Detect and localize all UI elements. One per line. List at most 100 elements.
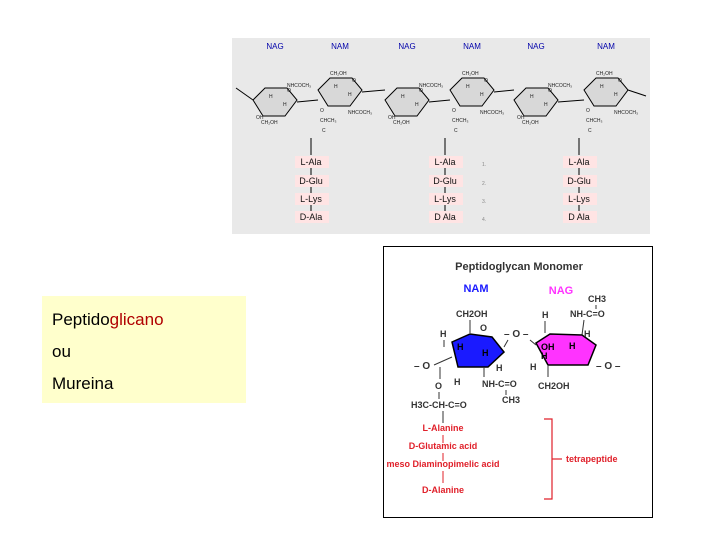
nhcoch3-bottom-4: NHCOCH₃	[480, 110, 504, 116]
nhcoch3-1: NHCOCH₃	[287, 83, 311, 89]
nhcoch3-bottom-2: NHCOCH₃	[348, 110, 372, 116]
sugar-label-1: NAG	[266, 42, 283, 51]
aa-bg-2-4	[429, 211, 463, 223]
ring-o-2: O	[352, 78, 356, 84]
ether-o: O	[435, 381, 442, 391]
amino-acid-2: D-Glutamic acid	[409, 441, 478, 451]
nh-c-o-bottom: NH-C=O	[482, 379, 517, 389]
nag-ring-oh: OH	[541, 342, 555, 352]
peptide-1-aa-1: L-Ala	[300, 157, 321, 167]
aa-bg-3-2	[563, 175, 597, 187]
chain-start-bond	[235, 87, 254, 101]
chch3-2: CHCH₃	[320, 118, 336, 124]
aa-bg-1-1	[295, 156, 329, 168]
ring-h-a-3: H	[401, 94, 405, 100]
glycosidic-bond-1	[296, 99, 319, 103]
term-label-box: Peptidoglicano ou Mureina	[42, 296, 246, 403]
ch2oh-left: CH2OH	[456, 309, 488, 319]
ch3-bottom: CH3	[502, 395, 520, 405]
nam-ring-h1: H	[457, 342, 464, 352]
nhcoch3-3: NHCOCH₃	[419, 83, 443, 89]
nag-h-top: H	[542, 310, 549, 320]
ring-o-4: O	[484, 78, 488, 84]
chain-svg: NAGHHOOHNHCOCH₃CH₂OHNAMHHOCH₂OHNHCOCH₃OC…	[235, 42, 647, 223]
ring-h-b-2: H	[348, 92, 352, 98]
position-number-1: 1.	[482, 162, 486, 168]
ch2oh-top-6: CH₂OH	[596, 71, 613, 77]
aa-bg-1-4	[295, 211, 329, 223]
ring-h-a-1: H	[269, 94, 273, 100]
peptide-3-aa-3: L-Lys	[568, 194, 590, 204]
aa-bg-3-1	[563, 156, 597, 168]
nhcoch3-5: NHCOCH₃	[548, 83, 572, 89]
ch2oh-bottom-1: CH₂OH	[261, 120, 278, 126]
ring-o-1: O	[287, 88, 291, 94]
ch2oh-top-2: CH₂OH	[330, 71, 347, 77]
term-peptidoglicano: Peptidoglicano	[52, 304, 236, 336]
ring-h-b-5: H	[544, 102, 548, 108]
ch2oh-right: CH2OH	[538, 381, 570, 391]
sugar-label-3: NAG	[398, 42, 415, 51]
ring-o-3: O	[419, 88, 423, 94]
amino-acid-1: L-Alanine	[422, 423, 463, 433]
chch3-6: CHCH₃	[586, 118, 602, 124]
nag-h-bottom: H	[530, 362, 537, 372]
tetrapeptide-label: tetrapeptide	[566, 454, 618, 464]
ring-o-nam: O	[480, 323, 487, 333]
nh-c-o-top: NH-C=O	[570, 309, 605, 319]
ring-h-b-6: H	[614, 92, 618, 98]
nam-label: NAM	[463, 283, 488, 295]
ring-oh-5: OH	[517, 115, 525, 121]
ch2oh-top-4: CH₂OH	[462, 71, 479, 77]
term-mureina: Mureina	[52, 374, 114, 393]
aa-bg-2-3	[429, 193, 463, 205]
sugar-ring-3	[384, 87, 430, 117]
ch2oh-bottom-3: CH₂OH	[393, 120, 410, 126]
ring-h-b-3: H	[415, 102, 419, 108]
ring-o-5: O	[548, 88, 552, 94]
chain-end-bond	[627, 89, 647, 97]
ether-o-2: O	[320, 108, 324, 114]
ring-h-b-1: H	[283, 102, 287, 108]
nam-ring-h2: H	[482, 348, 489, 358]
amino-acid-3: meso Diaminopimelic acid	[386, 459, 499, 469]
aa-bg-2-1	[429, 156, 463, 168]
ring-o-6: O	[618, 78, 622, 84]
peptide-1-aa-2: D-Glu	[299, 176, 323, 186]
nag-h-right: H	[584, 329, 591, 339]
h3c-chain: H3C-CH-C=O	[411, 400, 467, 410]
nam-h-left: H	[440, 329, 447, 339]
amino-acid-4: D-Alanine	[422, 485, 464, 495]
monomer-svg: Peptidoglycan Monomer NAM NAG CH3 NH-C=O…	[386, 261, 621, 500]
sugar-ring-2	[317, 77, 363, 107]
peptide-2-aa-3: L-Lys	[434, 194, 456, 204]
sugar-ring-5	[513, 87, 559, 117]
tetrapeptide-bracket	[544, 418, 553, 500]
glycosidic-bond-3	[428, 99, 451, 103]
ring-h-a-2: H	[334, 84, 338, 90]
nam-h-right: H	[496, 363, 503, 373]
term-ou: ou	[52, 342, 71, 361]
ring-h-a-4: H	[466, 84, 470, 90]
position-number-2: 2.	[482, 181, 486, 187]
bond-mid-link-a	[503, 339, 509, 348]
nam-ring	[451, 333, 506, 368]
peptide-3-aa-4: D Ala	[568, 212, 590, 222]
aa-bg-3-4	[563, 211, 597, 223]
aa-bg-1-2	[295, 175, 329, 187]
o-link-right: – O –	[596, 361, 621, 372]
term-part-peptido: Peptido	[52, 310, 110, 329]
bond-mid-link-b	[529, 339, 537, 346]
carbonyl-c-6: C	[588, 128, 592, 134]
peptide-2-aa-1: L-Ala	[434, 157, 455, 167]
nag-ring-h2: H	[569, 341, 576, 351]
glycosidic-bond-5	[557, 99, 585, 103]
sugar-label-5: NAG	[527, 42, 544, 51]
position-number-4: 4.	[482, 217, 486, 223]
ring-h-a-6: H	[600, 84, 604, 90]
peptide-3-aa-2: D-Glu	[567, 176, 591, 186]
aa-bg-1-3	[295, 193, 329, 205]
peptide-3-aa-1: L-Ala	[568, 157, 589, 167]
sugar-label-4: NAM	[463, 42, 481, 51]
peptidoglycan-monomer-panel: Peptidoglycan Monomer NAM NAG CH3 NH-C=O…	[383, 246, 653, 518]
